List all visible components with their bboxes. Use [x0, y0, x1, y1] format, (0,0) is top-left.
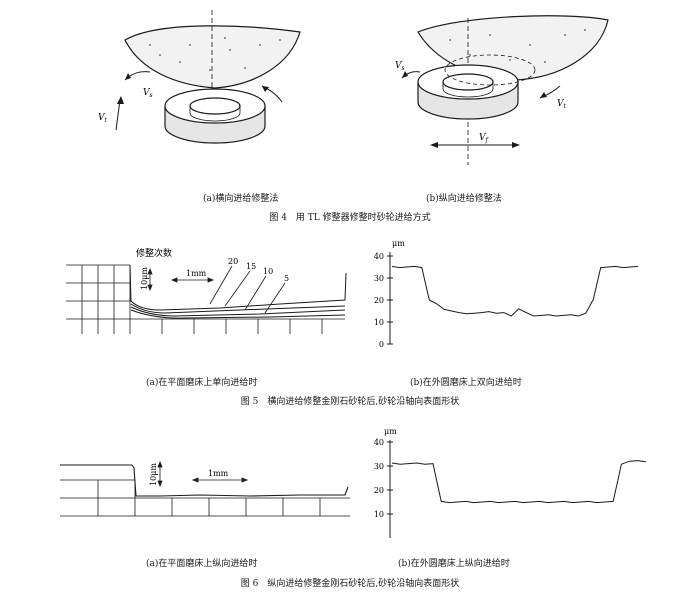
fig5a-scale-h: 1mm	[186, 269, 207, 278]
fig6b-series-line	[391, 460, 647, 504]
fig4a-dresser-ring	[164, 88, 266, 144]
fig4-caption-a: (a)横向进给修整法	[203, 194, 279, 204]
fig6b-chart: μm 40 30 20 10	[374, 427, 647, 538]
fig6-title: 图 6 纵向进给修整金刚石砂轮后,砂轮沿轴向表面形状	[240, 579, 460, 589]
fig5b-chart: μm 40 30 20 10 0	[374, 239, 639, 349]
fig6a-profile: 10μm 1mm	[60, 460, 350, 517]
fig5a-profile: 修整次数 10μm 1mm 20 15 10 5	[66, 247, 347, 334]
fig6a-scale-v: 10μm	[149, 463, 158, 486]
fig6-caption-b: (b)在外圆磨床上纵向进给时	[398, 559, 510, 569]
fig4b-drawing	[401, 15, 609, 165]
fig4b-vt-label: Vt	[557, 99, 567, 110]
fig5b-ylabel: μm	[392, 239, 405, 248]
chart5b-tick-label-10: 10	[374, 318, 384, 327]
chart5b-tick-label-20: 20	[374, 296, 384, 305]
fig6-caption-a: (a)在平面磨床上纵向进给时	[146, 559, 258, 569]
fig4a-vs-label: Vs	[143, 88, 153, 99]
fig5b-series-line	[391, 265, 639, 317]
fig5a-pass-20: 20	[228, 257, 238, 266]
fig4b-dresser-ring	[417, 54, 536, 120]
chart5b-tick-label-30: 30	[374, 274, 384, 283]
chart5b-tick-label-40: 40	[374, 252, 384, 261]
fig5-caption-a: (a)在平面磨床上单向进给时	[146, 378, 258, 388]
fig4-drawings: Vs Vt Vs Vt Vf	[98, 10, 609, 165]
chart6b-tick-label-20: 20	[374, 486, 384, 495]
fig5a-pass-5: 5	[284, 274, 289, 283]
fig5a-pass-15: 15	[246, 262, 256, 271]
fig5a-traces	[129, 264, 347, 319]
fig6a-grid	[60, 479, 350, 517]
chart5b-tick-label-0: 0	[379, 340, 384, 349]
chart6b-tick-label-30: 30	[374, 462, 384, 471]
chart6b-tick-label-10: 10	[374, 510, 384, 519]
fig5-title: 图 5 横向进给修整金刚石砂轮后,砂轮沿轴向表面形状	[240, 397, 460, 407]
fig4-caption-b: (b)纵向进给修整法	[426, 194, 502, 204]
fig5a-heading: 修整次数	[136, 247, 172, 259]
fig4b-vs-label: Vs	[395, 61, 405, 72]
fig6b-ylabel: μm	[384, 427, 397, 436]
fig5a-scale-v: 10μm	[140, 267, 149, 290]
fig6a-scale-h: 1mm	[208, 469, 229, 478]
fig5a-pass-10: 10	[263, 267, 273, 276]
fig4-title: 图 4 用 TL 修整器修整时砂轮进给方式	[269, 213, 431, 223]
fig4a-vt-label: Vt	[98, 113, 108, 124]
fig6a-trace	[60, 464, 349, 497]
fig5-caption-b: (b)在外圆磨床上双向进给时	[410, 378, 522, 388]
chart6b-tick-label-40: 40	[374, 438, 384, 447]
fig4b-vf-label: Vf	[479, 133, 490, 144]
fig4a-drawing	[115, 10, 301, 145]
fig5a-grid	[66, 264, 345, 334]
fig4a-grinding-wheel	[124, 25, 301, 89]
